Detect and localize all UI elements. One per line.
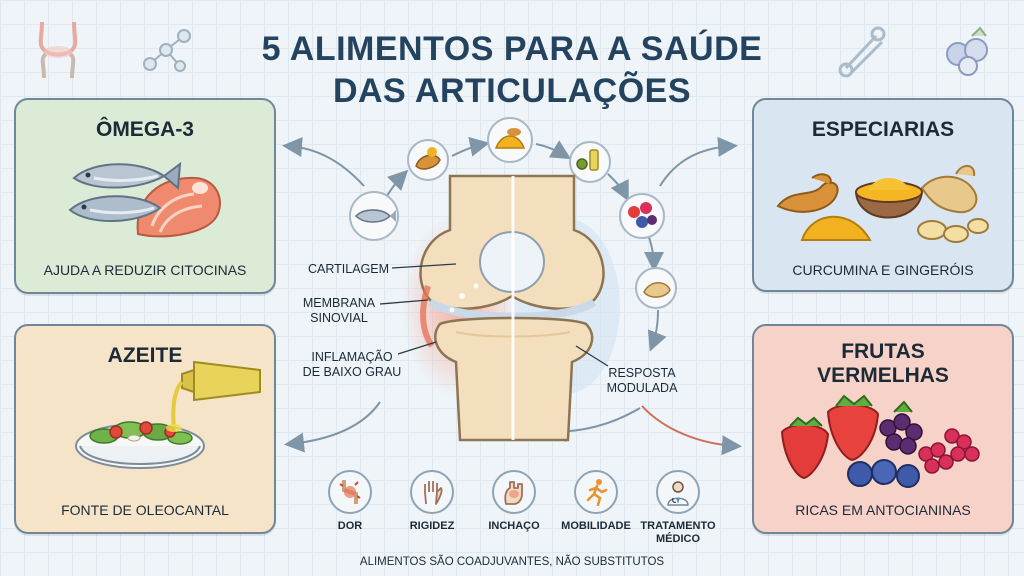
label-resposta-line-2: MODULADA [606,381,678,395]
symptom-dor: DOR [310,470,390,533]
berries-icon [780,394,980,488]
knee-outline-icon [38,21,78,79]
symptom-mobilidade: MOBILIDADE [556,470,636,533]
card-azeite: AZEITE FONTE DE OLEOCANTAL [14,324,276,534]
label-inflamacao-line-2: DE BAIXO GRAU [302,365,402,379]
doctor-icon [656,470,700,514]
symptom-rigidez-label: RIGIDEZ [409,520,455,532]
flow-turmeric-circle [407,139,449,181]
card-especiarias: ESPECIARIAS CURCUMINA E GINGERÓIS [752,98,1014,292]
hand-icon [410,470,454,514]
card-frutas-caption: RICAS EM ANTOCIANINAS [795,502,971,518]
title-line-2: DAS ARTICULAÇÕES [332,72,692,110]
label-inflamacao-line-1: INFLAMAÇÃO [311,350,393,364]
flow-olive-oil-circle [569,141,611,183]
symptom-tratamento-line-2: MÉDICO [656,533,700,545]
knee-joint-illustration [379,174,620,442]
flow-ginger-circle [635,267,677,309]
olive-oil-salad-icon [75,360,261,469]
runner-icon [574,470,618,514]
card-omega-caption: AJUDA A REDUZIR CITOCINAS [43,262,247,278]
footer-disclaimer: ALIMENTOS SÃO COADJUVANTES, NÃO SUBSTITU… [359,556,665,568]
symptom-dor-label: DOR [337,520,363,532]
flow-fish-circle [349,191,399,241]
swollen-hand-icon [492,470,536,514]
turmeric-ginger-icon [776,165,989,243]
joint-diagram [282,117,742,456]
symptom-tratamento-label: TRATAMENTO MÉDICO [638,520,718,546]
label-membrana-sinovial: MEMBRANA SINOVIAL [298,296,380,326]
card-frutas-heading: FRUTAS VERMELHAS [754,340,1012,388]
berries-outline-icon [946,26,988,76]
title-line-1: 5 ALIMENTOS PARA A SAÚDE [261,30,763,68]
flow-spice-powder-circle [487,117,533,163]
card-azeite-heading: AZEITE [107,344,183,367]
symptom-inchaco-label: INCHAÇO [488,520,540,532]
symptom-tratamento-line-1: TRATAMENTO [640,520,716,532]
bone-outline-icon [838,26,886,78]
label-membrana-line-1: MEMBRANA [302,296,376,310]
symptom-rigidez: RIGIDEZ [392,470,472,533]
molecule-icon [143,29,191,72]
page-title: 5 ALIMENTOS PARA A SAÚDE DAS ARTICULAÇÕE… [0,28,1024,112]
label-resposta-line-1: RESPOSTA [608,366,676,380]
label-membrana-line-2: SINOVIAL [310,311,368,325]
symptom-tratamento-medico: TRATAMENTO MÉDICO [638,470,718,546]
pain-joint-icon [328,470,372,514]
card-omega-3: ÔMEGA-3 AJUDA A REDUZIR CITOCINAS [14,98,276,294]
card-frutas-vermelhas: FRUTAS VERMELHAS RICAS EM ANTOCIANINAS [752,324,1014,534]
card-frutas-heading-line-1: FRUTAS [841,340,925,363]
card-omega-heading: ÔMEGA-3 [95,118,194,141]
label-inflamacao: INFLAMAÇÃO DE BAIXO GRAU [298,350,406,380]
card-especiarias-caption: CURCUMINA E GINGERÓIS [792,262,974,278]
card-especiarias-heading: ESPECIARIAS [811,118,955,141]
card-frutas-heading-line-2: VERMELHAS [817,364,949,387]
symptom-mobilidade-label: MOBILIDADE [561,520,631,532]
card-azeite-caption: FONTE DE OLEOCANTAL [61,502,229,518]
flow-berries-circle [619,193,665,239]
label-resposta-modulada: RESPOSTA MODULADA [596,366,688,396]
symptom-inchaco: INCHAÇO [474,470,554,533]
label-cartilagem: CARTILAGEM [308,262,390,276]
fish-salmon-icon [68,161,221,238]
